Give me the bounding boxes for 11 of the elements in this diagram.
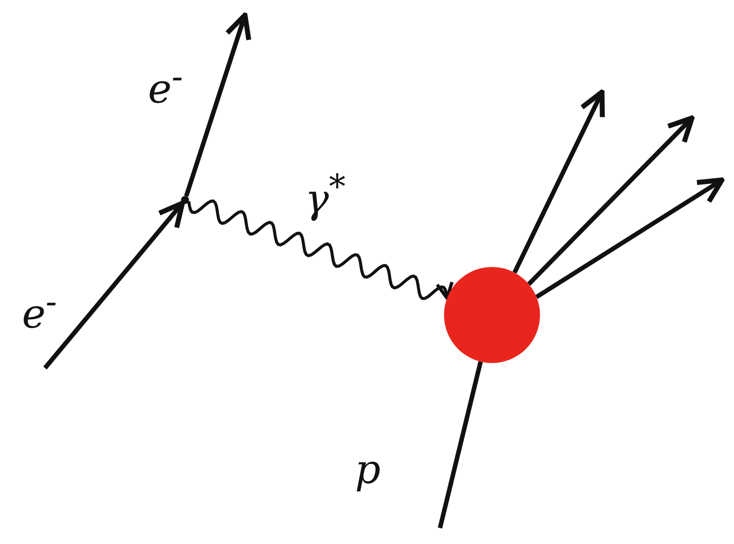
edge-label: p (355, 450, 381, 490)
edge-label: e$^{-}$ (148, 60, 183, 110)
arrow (535, 178, 724, 299)
edge-label: e$^{-}$ (22, 285, 57, 334)
arrow (527, 116, 694, 286)
arrow (512, 90, 605, 274)
edge-label: γ$^{*}$ (305, 170, 346, 220)
wavy-line (187, 199, 454, 300)
arrow (184, 12, 252, 197)
vertex-dot (181, 196, 189, 204)
arrow (43, 200, 185, 370)
